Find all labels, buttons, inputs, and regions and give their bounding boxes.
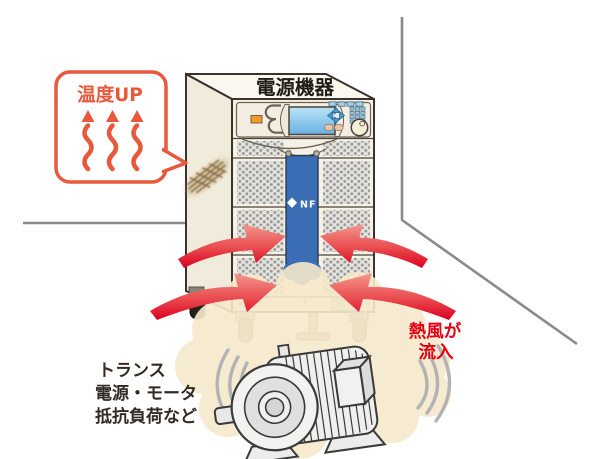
hot-air-line1: 熱風が <box>409 321 462 342</box>
heat-source-line1: トランス <box>98 361 166 381</box>
speech-bubble: 温度UP <box>54 70 188 184</box>
speech-bubble-tail <box>161 147 188 174</box>
grille-vent <box>323 141 370 156</box>
wall-corner-line <box>400 17 578 346</box>
hot-air-line2: 流入 <box>419 342 454 363</box>
device-title: 電源機器 <box>256 76 335 99</box>
motor <box>213 343 387 459</box>
handle-recess-curve <box>241 138 338 150</box>
hot-air-arrows <box>150 224 456 320</box>
scorch-mark <box>185 158 229 196</box>
grille-vent <box>237 141 284 156</box>
control-panel <box>235 101 372 138</box>
grille-vent <box>323 161 370 204</box>
heat-wave-arc-icon <box>434 344 452 423</box>
function-buttons[interactable] <box>328 101 364 107</box>
nf-logo: NF <box>287 197 316 211</box>
temperature-up-label: 温度UP <box>77 84 143 106</box>
arrow-keys[interactable] <box>326 106 346 125</box>
heat-wave-arrow-icon <box>82 123 94 172</box>
oval-buttons[interactable] <box>324 124 344 131</box>
panel-bracket <box>264 104 283 134</box>
hot-air-arrow-icon <box>178 224 286 268</box>
nf-logo-text: NF <box>300 200 316 211</box>
heat-source-line3: 抵抗負荷など <box>95 406 197 427</box>
power-indicator[interactable] <box>250 115 263 124</box>
heat-wave-arc-icon <box>425 352 440 415</box>
heat-wave-arrow-icon <box>106 123 119 172</box>
screw-icon <box>313 150 320 157</box>
screw-icon <box>285 150 292 157</box>
heat-wave-arc-icon <box>416 359 429 410</box>
motor-junction-box <box>331 354 376 409</box>
heat-source-label: トランス 電源・モータ 抵抗負荷など <box>95 361 197 427</box>
heat-source-line2: 電源・モータ <box>95 383 197 404</box>
grille-vent <box>237 161 284 204</box>
heat-wave-arrow-icon <box>131 123 143 172</box>
rotary-dial[interactable] <box>350 118 369 137</box>
room-corner-lines <box>23 17 578 346</box>
nf-logo-diamond-icon <box>287 197 297 208</box>
screen-bezel-left <box>280 104 290 137</box>
hot-air-inflow-label: 熱風が 流入 <box>409 321 462 363</box>
rising-heat-arrows <box>81 110 144 172</box>
hot-air-arrow-icon <box>150 273 277 320</box>
